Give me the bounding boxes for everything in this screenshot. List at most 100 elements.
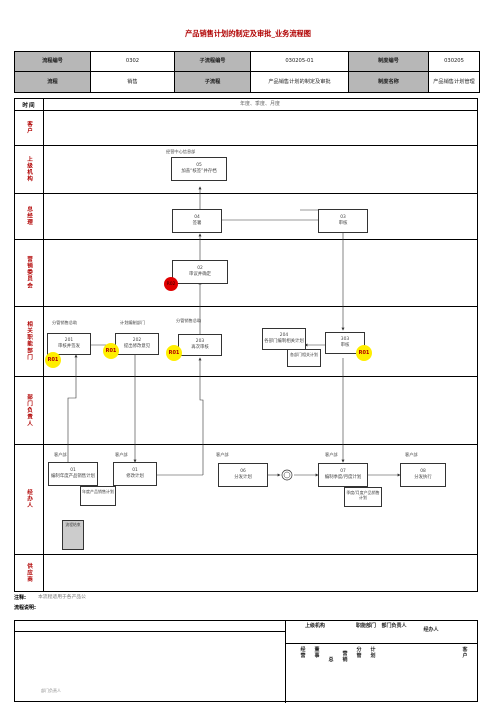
header-cell: 产品销售计划管理 <box>433 78 475 85</box>
document-end: 流程结束 <box>62 520 84 550</box>
footer-sub: 计划 <box>370 647 376 659</box>
step-text: 提出修改意见 <box>123 344 151 349</box>
row-divider <box>15 554 477 555</box>
step-203-box: 203 再次审核 <box>178 334 222 356</box>
page-title: 产品销售计划的制定及审批_业务流程图 <box>185 29 311 38</box>
footer-col: 职能部门 <box>355 623 376 629</box>
header-cell: 流程 <box>15 72 91 92</box>
lane-label: 客户部 <box>216 452 229 457</box>
footer-col: 经办人 <box>423 627 439 633</box>
step-text: 各部门编制相关计划 <box>264 339 304 344</box>
step-text: 审议并确定 <box>189 272 211 277</box>
step-code: 06 <box>240 469 246 475</box>
footer-sub: 经营 <box>300 647 306 659</box>
step-text: 编制年度产品销售计划 <box>51 474 95 479</box>
footer-sub: 董事 <box>314 647 320 659</box>
step-code: 04 <box>194 215 200 221</box>
step-01-box: 01 编制年度产品销售计划 <box>48 462 98 486</box>
row-label-gm: 总经理 <box>26 206 32 226</box>
table-divider <box>15 631 285 632</box>
lane-label: 客户部 <box>325 452 338 457</box>
step-code: 02 <box>197 266 203 272</box>
footer-table: 上级机构 职能部门 部门负责人 经办人 经营 董事 总 营销 分管 计划 客户 … <box>14 620 478 703</box>
footer-sub: 总 <box>328 657 334 663</box>
row-divider <box>15 376 477 377</box>
step-text: 修改计划 <box>126 474 144 479</box>
risk-marker-red: R02 <box>164 277 178 291</box>
step-code: 204 <box>279 333 289 339</box>
footer-col: 上级机构 <box>304 623 325 629</box>
note-label: 注释: <box>14 595 26 601</box>
step-text: 审核 <box>338 221 348 226</box>
step-08-box: 08 分发执行 <box>400 463 446 487</box>
note-text: 本流程适用于各产品公 <box>38 595 86 600</box>
row-divider <box>15 110 477 111</box>
risk-marker: R01 <box>103 343 119 359</box>
step-204-box: 204 各部门编制相关计划 <box>262 328 306 350</box>
header-cell: 销售 <box>91 72 175 92</box>
header-cell: 030205-01 <box>251 52 349 72</box>
row-label-superior: 上级机构 <box>26 155 32 183</box>
footer-sub: 分管 <box>356 647 362 659</box>
step-04-box: 04 签署 <box>172 209 222 233</box>
header-cell: 0302 <box>91 52 175 72</box>
row-label-departments: 相关职能部门 <box>26 321 32 361</box>
table-divider <box>285 643 477 644</box>
row-divider <box>15 444 477 445</box>
step-201-box: 201 审核并签发 <box>47 333 91 355</box>
time-value: 年度、季度、月度 <box>239 101 280 107</box>
risk-marker: R01 <box>356 345 372 361</box>
lane-label: 客户部 <box>54 452 67 457</box>
header-cell: 子流程编号 <box>175 52 251 72</box>
document-dept-plans: 各部门相关计划 <box>287 349 321 367</box>
lane-label: 经营中心信息部 <box>166 149 196 154</box>
step-303-box: 303 审核 <box>325 332 365 354</box>
footer-sub: 客户 <box>462 647 468 659</box>
step-code: 203 <box>195 339 205 345</box>
step-text: 审核 <box>340 343 350 348</box>
row-divider <box>15 239 477 240</box>
table-divider <box>285 621 286 703</box>
step-text: 分发执行 <box>414 475 432 480</box>
step-text: 签署 <box>192 221 202 226</box>
header-cell: 制度名称 <box>349 72 429 92</box>
footer-col: 部门负责人 <box>381 623 407 629</box>
swimlane-grid: 时间 年度、季度、月度 客户 上级机构 总经理 营销委员会 相关职能部门 部门负… <box>14 98 478 592</box>
row-label-sales-committee: 营销委员会 <box>26 256 32 289</box>
step-02-box: 02 审议并确定 <box>172 260 228 284</box>
step-code: 08 <box>420 469 426 475</box>
header-table: 流程编号 0302 子流程编号 030205-01 制度编号 030205 流程… <box>14 51 480 93</box>
step-text: 再次审核 <box>191 345 209 350</box>
risk-marker: R01 <box>45 352 61 368</box>
header-cell: 产品销售计划的制定及审批 <box>251 72 349 92</box>
lane-label: 分管销售总助 <box>176 318 202 323</box>
step-code: 201 <box>64 338 74 344</box>
step-05-box: 05 加盖“核签”并存档 <box>171 157 227 181</box>
step-code: 07 <box>340 469 346 475</box>
row-label-handler: 经办人 <box>26 489 32 509</box>
row-label-time: 时间 <box>22 102 36 109</box>
risk-marker: R01 <box>166 345 182 361</box>
step-code: 202 <box>132 338 142 344</box>
lane-label: 分管销售总助 <box>52 320 78 325</box>
lane-label: 客户部 <box>405 452 418 457</box>
row-label-customer: 客户 <box>26 120 32 135</box>
header-cell: 030205 <box>429 52 479 72</box>
row-label-supplier: 供应商 <box>26 562 32 583</box>
footer-bottom: 部门负责人 <box>41 688 61 693</box>
step-202-box: 202 提出修改意见 <box>115 333 159 355</box>
step-07-box: 07 编制季度/月度计划 <box>318 463 368 487</box>
step-text: 审核并签发 <box>58 344 80 349</box>
step-code: 303 <box>340 337 350 343</box>
step-code: 03 <box>340 215 346 221</box>
step-code: 05 <box>196 163 202 169</box>
document-annual-plan: 年度产品销售计划 <box>80 486 116 506</box>
row-label-dept-head: 部门负责人 <box>26 393 32 427</box>
header-cell: 制度编号 <box>349 52 429 72</box>
document-periodic-plan: 季度/月度产品销售计划 <box>344 487 382 507</box>
row-divider <box>15 193 477 194</box>
row-divider <box>15 145 477 146</box>
row-divider <box>15 306 477 307</box>
step-06-box: 06 分发计划 <box>218 463 268 487</box>
footer-sub: 营销 <box>342 651 348 663</box>
